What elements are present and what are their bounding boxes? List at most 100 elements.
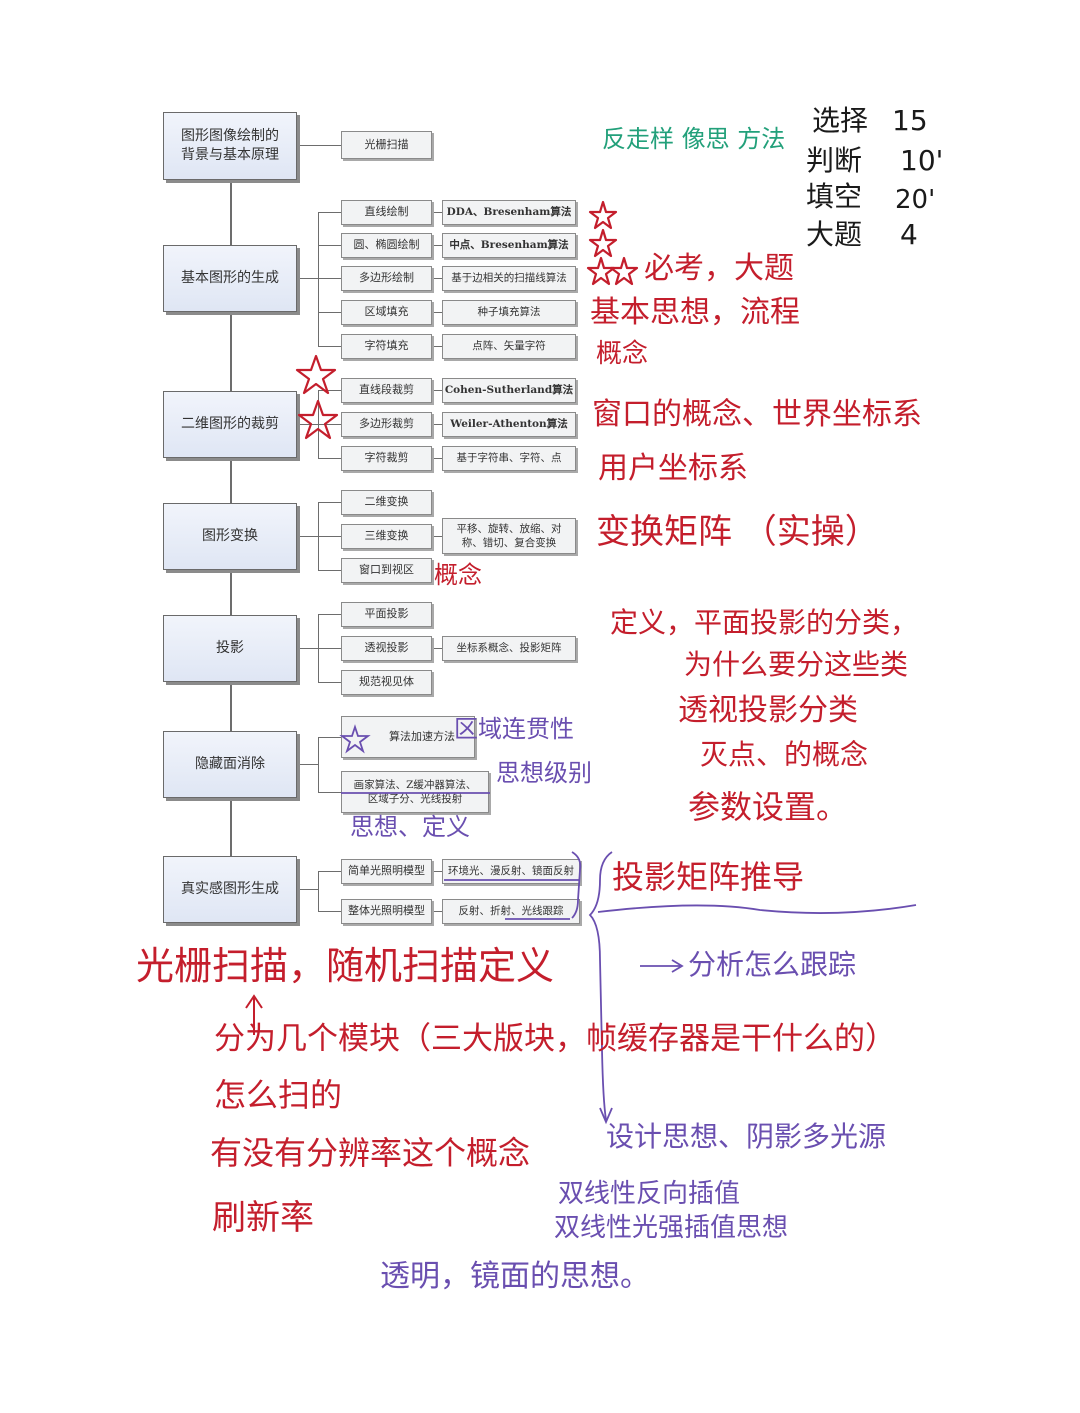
annotation-exam-topics: 反走样 像思 方法 (602, 125, 786, 153)
arrow-head (599, 1107, 613, 1125)
annotation-proj-2: 为什么要分这些类 (684, 648, 909, 681)
star-mark (588, 228, 618, 258)
annotation-proj-4: 灭点、的概念 (700, 738, 869, 771)
annotation-basic-concept: 概念 (596, 339, 649, 369)
connector-line (432, 871, 442, 872)
annotation-window-concept: 概念 (434, 561, 482, 589)
connector-line (432, 390, 442, 391)
annotation-proj-5: 参数设置。 (688, 788, 849, 826)
connector-line (297, 278, 318, 279)
annotation-bilinear-1: 双线性反向插值 (558, 1179, 741, 1209)
result-box-char-types: 点阵、矢量字符 (442, 334, 576, 359)
score-points-big: 4 (900, 218, 918, 251)
connector-line (297, 424, 318, 425)
main-box-projection: 投影 (163, 615, 297, 682)
sub-box-char-fill: 字符填充 (341, 334, 432, 359)
result-box-midpoint: 中点、Bresenham算法 (442, 233, 576, 258)
connector-line (318, 682, 341, 683)
score-points-choice: 15 (892, 104, 928, 137)
arrow-head (671, 959, 684, 973)
score-type-choice: 选择 (812, 104, 869, 137)
sub-box-plane-projection: 平面投影 (341, 602, 432, 627)
connector-line (432, 648, 442, 649)
annotation-transform-matrix: 变换矩阵 （实操） (596, 512, 879, 552)
annotation-module-question: 分为几个模块（三大版块，帧缓存器是干什么的） (214, 1021, 896, 1057)
connector-line (318, 648, 341, 649)
star-mark (586, 256, 616, 286)
star-mark (295, 354, 337, 395)
connector-line (318, 911, 341, 912)
connector-line (432, 346, 442, 347)
connector-line (318, 536, 341, 537)
connector-line (318, 871, 341, 872)
annotation-refresh-rate: 刷新率 (212, 1198, 314, 1238)
result-box-seed-fill: 种子填充算法 (442, 300, 576, 325)
annotation-design-idea: 设计思想、阴影多光源 (606, 1120, 887, 1153)
sub-box-2d-transform: 二维变换 (341, 490, 432, 515)
connector-line (318, 212, 341, 213)
annotation-basic-priority: 必考，大题 (644, 251, 794, 286)
annotation-trace-note: 分析怎么跟踪 (688, 948, 857, 981)
annotation-clip-user: 用户坐标系 (598, 451, 748, 486)
connector-line (318, 245, 341, 246)
sub-box-window-viewport: 窗口到视区 (341, 558, 432, 583)
connector-line (318, 390, 341, 391)
connector-line (318, 346, 341, 347)
score-type-big: 大题 (806, 218, 863, 251)
connector-line (318, 737, 319, 792)
annotation-scan-question: 怎么扫的 (214, 1076, 343, 1114)
connector-line (432, 458, 442, 459)
annotation-resolution-question: 有没有分辨率这个概念 (210, 1134, 531, 1172)
curly-brace (588, 851, 613, 1121)
annotation-proj-3: 透视投影分类 (678, 693, 858, 728)
result-box-dda: DDA、Bresenham算法 (442, 200, 576, 225)
sub-box-simple-lighting: 简单光照明模型 (341, 859, 432, 884)
sub-box-char-clip: 字符裁剪 (341, 446, 432, 471)
sub-box-region-fill: 区域填充 (341, 300, 432, 325)
sub-box-polygon-drawing: 多边形绘制 (341, 266, 432, 291)
connector-line (318, 458, 341, 459)
annotation-hidden-2: 思想级别 (496, 759, 592, 787)
connector-line (297, 536, 318, 537)
star-mark (588, 200, 618, 230)
score-points-fill: 20' (895, 185, 936, 215)
connector-line (297, 764, 318, 765)
sub-box-circle-drawing: 圆、椭圆绘制 (341, 233, 432, 258)
connector-line (318, 871, 319, 911)
connector-line (318, 737, 341, 738)
result-box-cohen-sutherland: Cohen-Sutherland算法 (442, 378, 576, 403)
annotation-bilinear-2: 双线性光强插值思想 (554, 1213, 789, 1243)
connector-line (318, 278, 341, 279)
star-mark (339, 724, 371, 754)
annotation-raster-line: 光栅扫描，随机扫描定义 (136, 944, 555, 988)
connector-line (318, 312, 341, 313)
connector-line (297, 889, 318, 890)
connector-line (432, 212, 442, 213)
connector-line (297, 648, 318, 649)
main-box-transform: 图形变换 (163, 503, 297, 570)
annotation-hidden-3: 思想、定义 (350, 813, 470, 841)
wave-line (597, 904, 917, 914)
connector-line (318, 212, 319, 346)
sub-box-canonical-view-volume: 规范视见体 (341, 670, 432, 695)
connector-line (432, 911, 442, 912)
connector-line (297, 145, 341, 146)
score-type-judge: 判断 (806, 144, 863, 177)
main-box-basic-graphics: 基本图形的生成 (163, 245, 297, 312)
sub-box-hidden-algorithms: 画家算法、Z缓冲器算法、区域子分、光线投射 (341, 771, 489, 813)
annotation-transparent: 透明，镜面的思想。 (380, 1259, 650, 1294)
annotation-real-derivation: 投影矩阵推导 (612, 858, 805, 896)
annotation-basic-idea: 基本思想，流程 (590, 295, 800, 330)
connector-line (318, 424, 341, 425)
main-box-realistic: 真实感图形生成 (163, 856, 297, 923)
sub-box-global-lighting: 整体光照明模型 (341, 899, 432, 924)
result-box-char-clip-methods: 基于字符串、字符、点 (442, 446, 576, 471)
sub-box-polygon-clip: 多边形裁剪 (341, 412, 432, 437)
connector-line (432, 278, 442, 279)
result-box-scanline: 基于边相关的扫描线算法 (442, 266, 576, 291)
result-box-projection-matrix: 坐标系概念、投影矩阵 (442, 636, 576, 661)
sub-box-3d-transform: 三维变换 (341, 524, 432, 549)
score-type-fill: 填空 (806, 180, 863, 213)
connector-line (318, 570, 341, 571)
